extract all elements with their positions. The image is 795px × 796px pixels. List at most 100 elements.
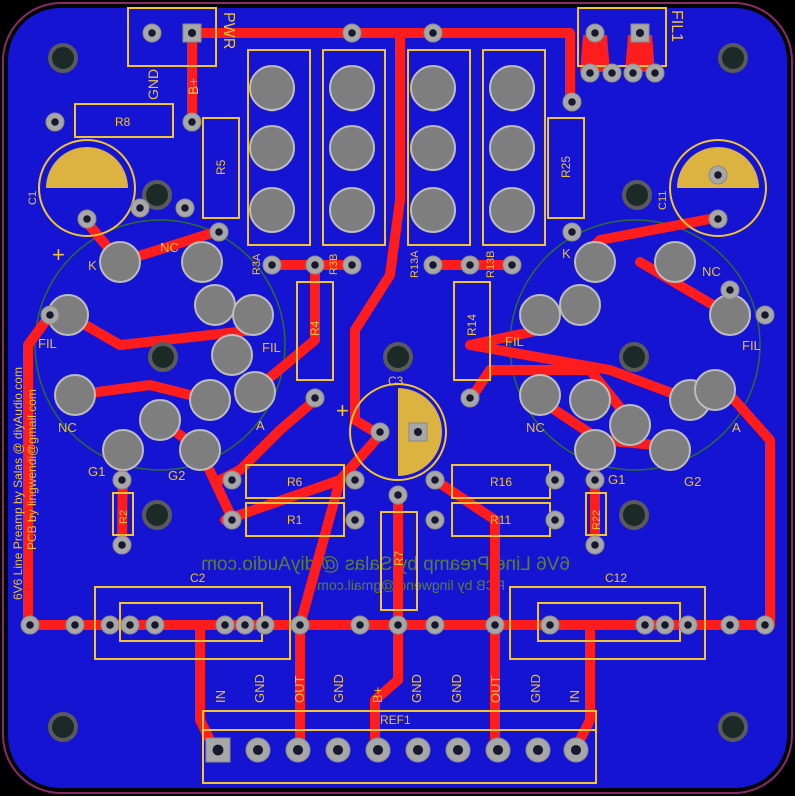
ref1-label: REF1 bbox=[380, 713, 411, 727]
c11-outline bbox=[669, 139, 767, 237]
pot-wiper-pad-1-hole bbox=[268, 261, 276, 269]
r1-label: R1 bbox=[287, 513, 303, 527]
ref1-pin-6-hole bbox=[412, 744, 424, 756]
mirrored-credit: 6V6 Line Preamp by Salas @ diyAudio.com … bbox=[201, 554, 570, 593]
mounting-hole-1 bbox=[48, 43, 78, 73]
right-tube-pin-4 bbox=[559, 284, 601, 326]
component-pad-18-hole bbox=[181, 204, 189, 212]
mounting-hole-4 bbox=[718, 712, 748, 742]
c3-outline bbox=[349, 383, 447, 481]
r3b-label: R3B bbox=[328, 254, 340, 275]
component-pad-17-hole bbox=[136, 204, 144, 212]
bus-pad-10-hole bbox=[356, 621, 364, 629]
r25-label: R25 bbox=[559, 156, 573, 178]
ref1-pin-10-hole bbox=[570, 744, 582, 756]
left-tube-g1: G1 bbox=[88, 464, 105, 479]
ref1-pin-3-hole bbox=[292, 744, 304, 756]
bus-pad-2-hole bbox=[71, 621, 79, 629]
right-tube-nc1: NC bbox=[702, 264, 721, 279]
r22-outline bbox=[585, 492, 607, 536]
r7-outline bbox=[380, 511, 418, 611]
credit-line1: 6V6 Line Preamp by Salas @ diyAudio.com bbox=[11, 367, 25, 600]
mounting-hole-11 bbox=[619, 500, 649, 530]
r3a-outline bbox=[247, 49, 311, 246]
pot-wiper-pad-5-hole bbox=[466, 261, 474, 269]
r13a-outline bbox=[407, 49, 471, 246]
fil1-terminal-4-hole bbox=[651, 69, 659, 77]
mounting-hole-7 bbox=[148, 342, 178, 372]
component-pad-4-hole bbox=[351, 516, 359, 524]
mounting-hole-10 bbox=[142, 500, 172, 530]
credit-line2: PCB by lingwendi@gmail.com bbox=[25, 389, 39, 550]
bus-pad-12-hole bbox=[431, 621, 439, 629]
bus-pad-14-hole bbox=[546, 621, 554, 629]
mirrored-credit-line1: 6V6 Line Preamp by Salas @ diyAudio.com bbox=[201, 554, 570, 575]
pwr-bplus-label: B+ bbox=[185, 77, 201, 95]
mounting-hole-6 bbox=[622, 180, 652, 210]
left-tube-pin-5 bbox=[232, 294, 274, 336]
right-tube-pin-5 bbox=[709, 294, 751, 336]
pot-wiper-pad-3-hole bbox=[348, 261, 356, 269]
r11-label: R11 bbox=[490, 513, 511, 527]
c3-pin-2-hole bbox=[413, 427, 423, 437]
component-pad-13-hole bbox=[591, 541, 599, 549]
pot-pad-9 bbox=[410, 187, 456, 233]
ref1-pin9-label: GND bbox=[528, 674, 543, 703]
left-tube-pin-1 bbox=[99, 241, 141, 283]
pot-pad-4 bbox=[329, 65, 375, 111]
left-tube-a: A bbox=[256, 418, 265, 433]
r8-label: R8 bbox=[115, 115, 131, 129]
bus-pad-18-hole bbox=[726, 621, 734, 629]
pot-wiper-pad-2-hole bbox=[311, 261, 319, 269]
left-tube-pin-12 bbox=[211, 334, 253, 376]
ref1-pin4-label: GND bbox=[331, 674, 346, 703]
right-tube-pin-3 bbox=[519, 294, 561, 336]
r14-label: R14 bbox=[465, 314, 479, 336]
trace-c3-left bbox=[335, 430, 385, 485]
ref1-pin7-label: GND bbox=[449, 674, 464, 703]
fil1-label: FIL1 bbox=[668, 10, 685, 42]
left-tube-fil1: FIL bbox=[38, 336, 57, 351]
pot-pad-3 bbox=[249, 187, 295, 233]
r14-pin-2-hole bbox=[466, 394, 474, 402]
r13b-label: R13B bbox=[485, 250, 497, 278]
trace-bplus-conn bbox=[370, 490, 403, 755]
bus-pad-1-hole bbox=[26, 621, 34, 629]
ref1-outline bbox=[202, 710, 597, 784]
pwr-pin-gnd-hole bbox=[148, 29, 156, 37]
component-pad-6-hole bbox=[431, 476, 439, 484]
r3b-outline bbox=[322, 49, 386, 246]
pot-wiper-pad-4-hole bbox=[429, 261, 437, 269]
pot-pad-2 bbox=[249, 125, 295, 171]
c12-label: C12 bbox=[605, 571, 627, 585]
component-pad-11-hole bbox=[118, 541, 126, 549]
left-tube-k: K bbox=[88, 258, 97, 273]
tube-socket-right-outline bbox=[509, 219, 761, 471]
mounting-hole-3 bbox=[48, 712, 78, 742]
r8-pin-2-hole bbox=[188, 118, 196, 126]
r4-label: R4 bbox=[308, 320, 322, 336]
component-pad-12-hole bbox=[591, 476, 599, 484]
component-pad-1-hole bbox=[228, 476, 236, 484]
trace-right-fil2 bbox=[465, 325, 695, 405]
pwr-pin-bplus-hole bbox=[187, 28, 197, 38]
top-pad-2-hole bbox=[429, 29, 437, 37]
r5-outline bbox=[202, 117, 240, 219]
ref1-pin10-label: IN bbox=[567, 690, 582, 703]
right-tube-g2: G2 bbox=[684, 474, 701, 489]
right-tube-pin-10 bbox=[649, 429, 691, 471]
pads bbox=[20, 23, 775, 763]
fil1-pin-1-hole bbox=[591, 29, 599, 37]
fil1-terminal-3-hole bbox=[629, 69, 637, 77]
trace-fil-b bbox=[625, 35, 655, 72]
c3-plus: + bbox=[336, 398, 349, 423]
component-pad-7-hole bbox=[431, 516, 439, 524]
right-tube-pin-9 bbox=[574, 429, 616, 471]
right-tube-pin-2 bbox=[654, 241, 696, 283]
pot-pad-1 bbox=[249, 65, 295, 111]
bus-pad-9-hole bbox=[296, 621, 304, 629]
fil1-terminal-2-hole bbox=[608, 69, 616, 77]
left-tube-nc2: NC bbox=[58, 420, 77, 435]
c12-outline bbox=[509, 586, 706, 660]
